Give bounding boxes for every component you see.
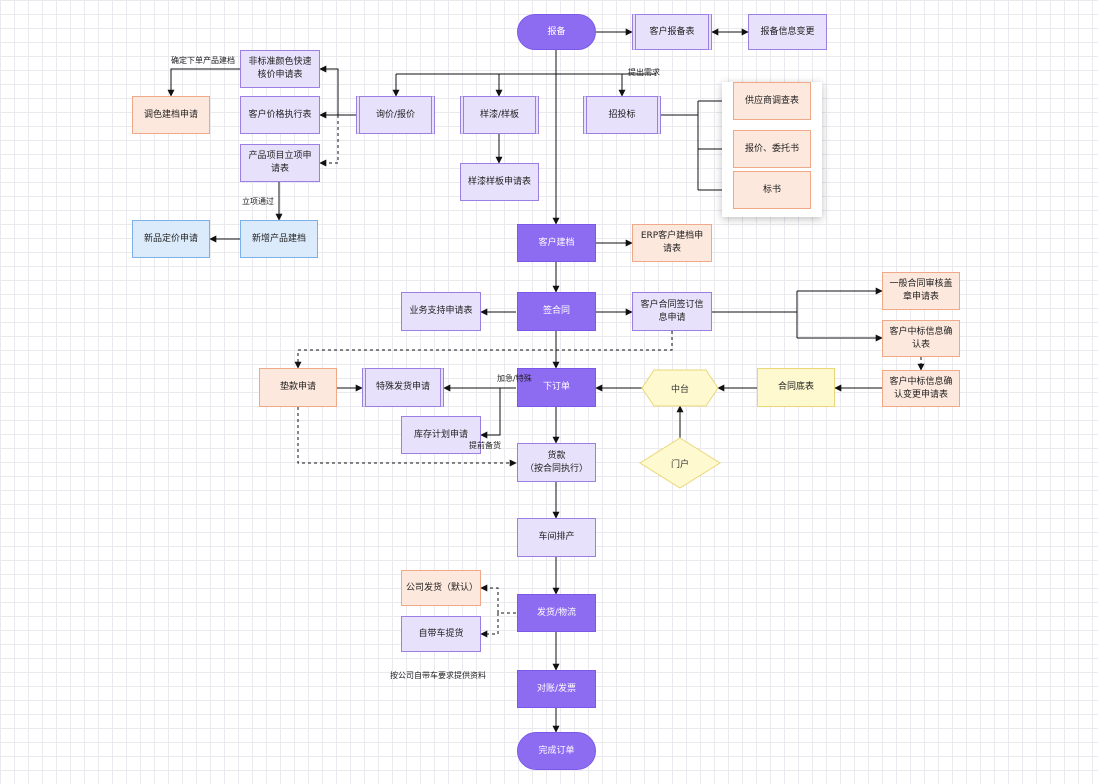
node-xinzeng-chanpin-jiandang[interactable]: 新增产品建档 xyxy=(240,220,318,258)
edge-xiadingdan-kucun xyxy=(480,388,501,439)
node-qian-hetong[interactable]: 签合同 xyxy=(517,292,596,331)
node-huokuan[interactable]: 货款 （按合同执行） xyxy=(517,443,596,482)
node-chejian-paichan[interactable]: 车间排产 xyxy=(517,518,596,557)
node-kucun-jihua[interactable]: 库存计划申请 xyxy=(401,416,481,454)
node-menhu[interactable]: 门户 xyxy=(670,459,689,470)
node-yiban-hetong-shenhe[interactable]: 一般合同审核盖章申请表 xyxy=(882,272,960,310)
node-kehu-jiandang[interactable]: 客户建档 xyxy=(517,224,596,262)
edge-feibiaozhun-tiaose xyxy=(167,68,240,97)
edge-fahuo-zidaiche xyxy=(480,613,499,638)
node-kehu-zhongbiao-queren[interactable]: 客户中标信息确认表 xyxy=(882,320,960,357)
node-xia-dingdan[interactable]: 下订单 xyxy=(517,368,596,407)
label-zidaiche-note: 按公司自带车要求提供资料 xyxy=(390,671,486,680)
label-queding-xiadan: 确定下单产品建档 xyxy=(171,56,235,65)
node-biaoshu[interactable]: 标书 xyxy=(733,171,811,209)
node-kehu-hetong-qianding[interactable]: 客户合同签订信息申请 xyxy=(632,292,712,331)
node-gongsi-fahuo[interactable]: 公司发货（默认） xyxy=(401,570,481,606)
node-zhaotoubiao[interactable]: 招投标 xyxy=(583,96,661,134)
node-baojia-weituoshu[interactable]: 报价、委托书 xyxy=(733,130,811,168)
node-baobei[interactable]: 报备 xyxy=(517,14,596,50)
node-zhongtai[interactable]: 中台 xyxy=(670,384,689,395)
node-erp-kehu-jiandang[interactable]: ERP客户建档申请表 xyxy=(632,224,712,262)
label-tiqian-beihuo: 提前备货 xyxy=(469,441,501,450)
node-teshu-fahuo[interactable]: 特殊发货申请 xyxy=(362,368,444,407)
node-tiaose-jiandang[interactable]: 调色建档申请 xyxy=(132,96,210,134)
node-xinpin-dingjia[interactable]: 新品定价申请 xyxy=(132,220,210,258)
node-chanpin-xiangmu-lixiang[interactable]: 产品项目立项申请表 xyxy=(240,144,320,182)
node-yangqi-yangban[interactable]: 样漆/样板 xyxy=(460,96,539,134)
node-yewu-zhichi[interactable]: 业务支持申请表 xyxy=(401,292,481,331)
node-kehu-zhongbiao-biangeng[interactable]: 客户中标信息确认变更申请表 xyxy=(882,370,960,407)
edge-xunjia-feibiaozhun xyxy=(319,65,339,115)
huokuan-line1: 货款 xyxy=(547,450,566,461)
node-kehu-jiage-zhixing[interactable]: 客户价格执行表 xyxy=(240,96,320,134)
edge-hetongqianding-dashed xyxy=(294,331,673,369)
node-fahuo-wuliu[interactable]: 发货/物流 xyxy=(517,594,596,632)
node-baobei-xinxi-biangeng[interactable]: 报备信息变更 xyxy=(748,14,827,50)
node-xunjia-baojia[interactable]: 询价/报价 xyxy=(356,96,435,134)
node-yangqi-yangban-shenqing[interactable]: 样漆样板申请表 xyxy=(460,163,539,201)
edge-fahuo-gongsi xyxy=(480,584,516,614)
node-gongyingshang-diaocha[interactable]: 供应商调查表 xyxy=(733,82,811,120)
node-zidaiche-tihuo[interactable]: 自带车提货 xyxy=(401,616,481,652)
node-feibiaozhun-yanse[interactable]: 非标准颜色快速核价申请表 xyxy=(240,50,320,88)
label-tichu-xuqiu: 提出需求 xyxy=(628,68,660,77)
label-jiaji-teshu: 加急/特殊 xyxy=(497,374,532,383)
node-duizhang-fapiao[interactable]: 对账/发票 xyxy=(517,670,596,708)
node-kehu-baobei-biao[interactable]: 客户报备表 xyxy=(632,14,712,50)
label-lixiang-tongguo: 立项通过 xyxy=(242,197,274,206)
node-hetong-dibiao[interactable]: 合同底表 xyxy=(757,368,835,407)
huokuan-line2: （按合同执行） xyxy=(524,463,588,474)
edge-xunjia-lixiang xyxy=(319,115,339,167)
node-dianjiao-shenqing[interactable]: 垫款申请 xyxy=(259,368,337,407)
node-wancheng-dingdan[interactable]: 完成订单 xyxy=(517,732,596,770)
